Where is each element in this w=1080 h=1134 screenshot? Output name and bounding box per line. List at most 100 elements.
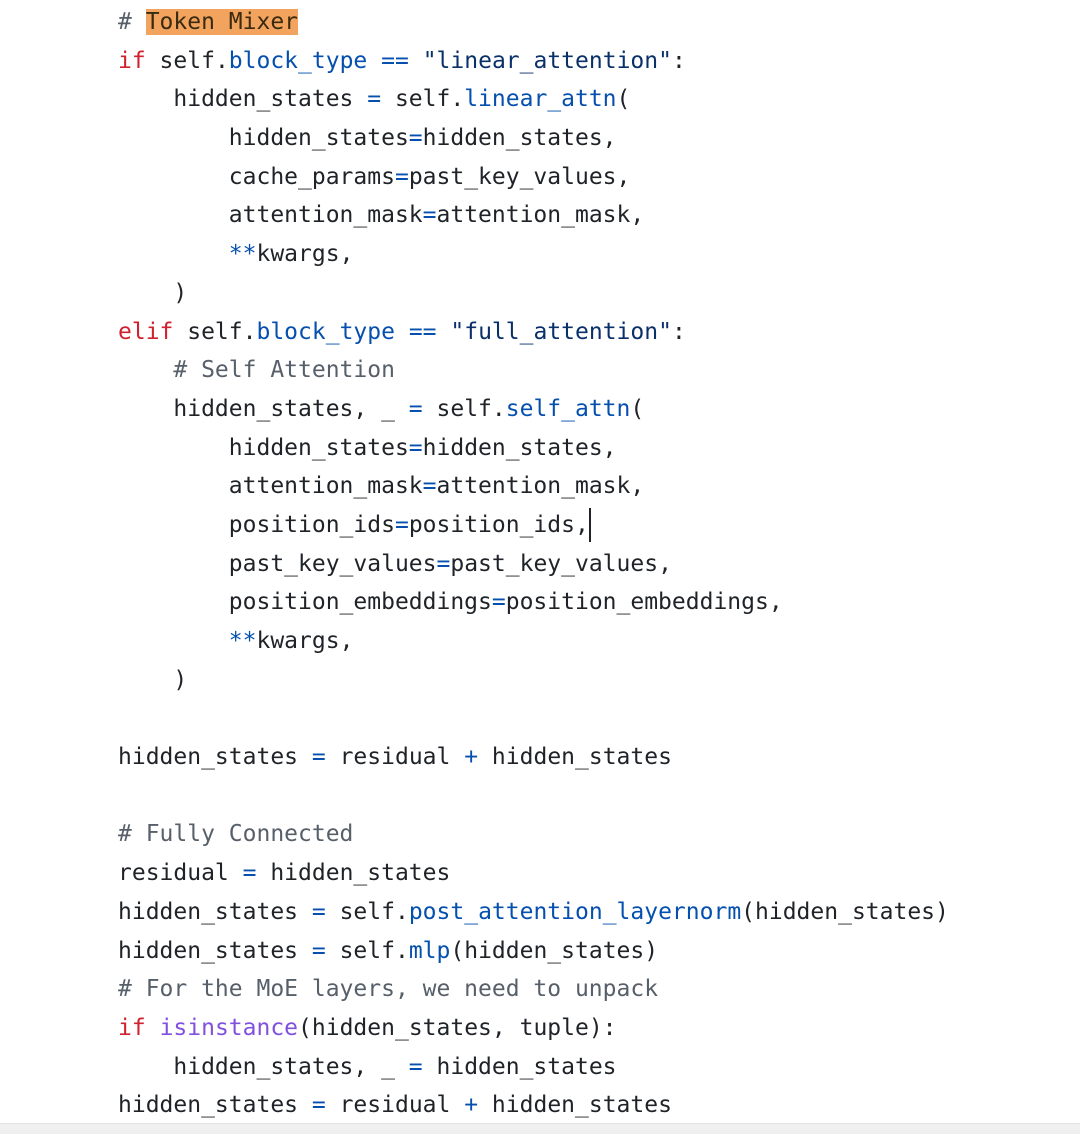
code-line[interactable]: hidden_states = residual + hidden_states	[118, 738, 1080, 777]
code-token: attention_mask	[118, 202, 423, 229]
code-token: )	[118, 279, 188, 306]
code-token: hidden_states	[118, 744, 312, 771]
code-token: )	[118, 666, 188, 693]
code-token: residual	[325, 1092, 465, 1119]
code-line[interactable]: **kwargs,	[118, 622, 1080, 661]
code-line[interactable]: hidden_states = residual + hidden_states	[118, 1086, 1080, 1125]
code-line[interactable]: # For the MoE layers, we need to unpack	[118, 970, 1080, 1009]
code-token: attention_mask,	[436, 202, 645, 229]
code-token: cache_params	[118, 163, 395, 190]
code-token	[118, 628, 229, 654]
code-token: "linear_attention"	[422, 47, 672, 74]
code-line[interactable]: hidden_states=hidden_states,	[118, 429, 1080, 468]
code-line[interactable]: if isinstance(hidden_states, tuple):	[118, 1009, 1080, 1048]
code-token: position_ids	[118, 511, 395, 538]
code-line[interactable]: position_ids=position_ids,	[118, 506, 1080, 545]
code-token: # For the MoE layers, we need to unpack	[118, 976, 659, 1003]
code-token: =	[436, 550, 451, 577]
code-line[interactable]: hidden_states, _ = self.self_attn(	[118, 390, 1080, 429]
code-line[interactable]: hidden_states = self.linear_attn(	[118, 80, 1080, 119]
code-token: linear_attn	[464, 86, 617, 113]
code-line[interactable]: )	[118, 661, 1080, 700]
code-token: hidden_states	[118, 125, 409, 152]
code-token: past_key_values,	[408, 163, 631, 190]
code-token: self.	[325, 937, 409, 964]
code-token: **	[228, 628, 257, 654]
code-token: self_attn	[505, 395, 631, 422]
code-token: =	[491, 589, 506, 616]
code-line[interactable]: **kwargs,	[118, 235, 1080, 274]
code-token: =	[311, 1092, 326, 1119]
code-token: hidden_states,	[422, 434, 617, 461]
code-line[interactable]: elif self.block_type == "full_attention"…	[118, 313, 1080, 352]
code-token: kwargs,	[256, 241, 354, 268]
code-token: hidden_states	[478, 1092, 672, 1119]
code-line[interactable]: # Fully Connected	[118, 815, 1080, 854]
code-token: =	[311, 744, 326, 771]
code-token: =	[408, 434, 423, 461]
code-line[interactable]	[118, 777, 1080, 816]
code-token: hidden_states, _	[118, 395, 409, 422]
code-token: if	[118, 47, 146, 74]
code-token	[437, 319, 451, 345]
code-line[interactable]: past_key_values=past_key_values,	[118, 545, 1080, 584]
code-token: position_embeddings	[118, 589, 492, 616]
code-line[interactable]: # Token Mixer	[118, 3, 1080, 42]
code-token: attention_mask,	[436, 473, 645, 500]
code-token: hidden_states,	[422, 125, 617, 152]
code-token: elif	[118, 318, 174, 345]
code-line[interactable]: hidden_states=hidden_states,	[118, 119, 1080, 158]
code-token: mlp	[408, 937, 451, 964]
code-token	[367, 48, 381, 74]
code-token: =	[394, 163, 409, 190]
code-line[interactable]: hidden_states = self.post_attention_laye…	[118, 893, 1080, 932]
code-line[interactable]: hidden_states = self.mlp(hidden_states)	[118, 932, 1080, 971]
code-line[interactable]: hidden_states, _ = hidden_states	[118, 1048, 1080, 1087]
code-token: =	[408, 395, 423, 422]
code-token: =	[311, 937, 326, 964]
code-token: +	[464, 1092, 479, 1119]
code-token: # Self Attention	[118, 357, 395, 384]
code-token: residual	[118, 860, 243, 887]
code-line[interactable]: attention_mask=attention_mask,	[118, 467, 1080, 506]
code-token	[146, 1015, 160, 1041]
code-token: self.	[422, 395, 506, 422]
code-token: =	[394, 511, 409, 538]
code-token: hidden_states	[256, 860, 451, 887]
code-token: hidden_states	[118, 1092, 312, 1119]
code-token: hidden_states	[422, 1053, 617, 1080]
code-token	[409, 48, 423, 74]
code-line[interactable]: if self.block_type == "linear_attention"…	[118, 42, 1080, 81]
code-token: hidden_states, _	[118, 1053, 409, 1080]
code-token: +	[464, 744, 479, 771]
code-token: residual	[325, 744, 465, 771]
code-token: (hidden_states)	[741, 898, 949, 925]
code-line[interactable]: )	[118, 274, 1080, 313]
code-token: kwargs,	[256, 628, 354, 654]
code-line[interactable]: # Self Attention	[118, 351, 1080, 390]
horizontal-scrollbar[interactable]	[0, 1123, 1080, 1134]
code-line[interactable]: cache_params=past_key_values,	[118, 158, 1080, 197]
code-token: if	[118, 1014, 146, 1041]
code-token: ==	[381, 47, 409, 74]
code-line[interactable]	[118, 699, 1080, 738]
code-token: position_ids,	[408, 511, 589, 538]
code-token: =	[242, 860, 257, 887]
code-token: (	[630, 395, 645, 422]
code-token: #	[118, 9, 146, 35]
code-token: post_attention_layernorm	[408, 898, 742, 925]
code-line[interactable]: attention_mask=attention_mask,	[118, 196, 1080, 235]
code-line[interactable]: position_embeddings=position_embeddings,	[118, 583, 1080, 622]
code-token: hidden_states	[118, 86, 368, 113]
code-token: self.	[173, 318, 257, 345]
code-token: hidden_states	[118, 434, 409, 461]
code-token: # Fully Connected	[118, 821, 354, 848]
code-token: past_key_values,	[450, 550, 672, 577]
code-token: (	[616, 86, 631, 113]
code-token: =	[311, 898, 326, 925]
code-line[interactable]: residual = hidden_states	[118, 854, 1080, 893]
code-token: :	[671, 47, 686, 74]
code-token: **	[228, 241, 257, 268]
code-token: (hidden_states)	[450, 937, 659, 964]
